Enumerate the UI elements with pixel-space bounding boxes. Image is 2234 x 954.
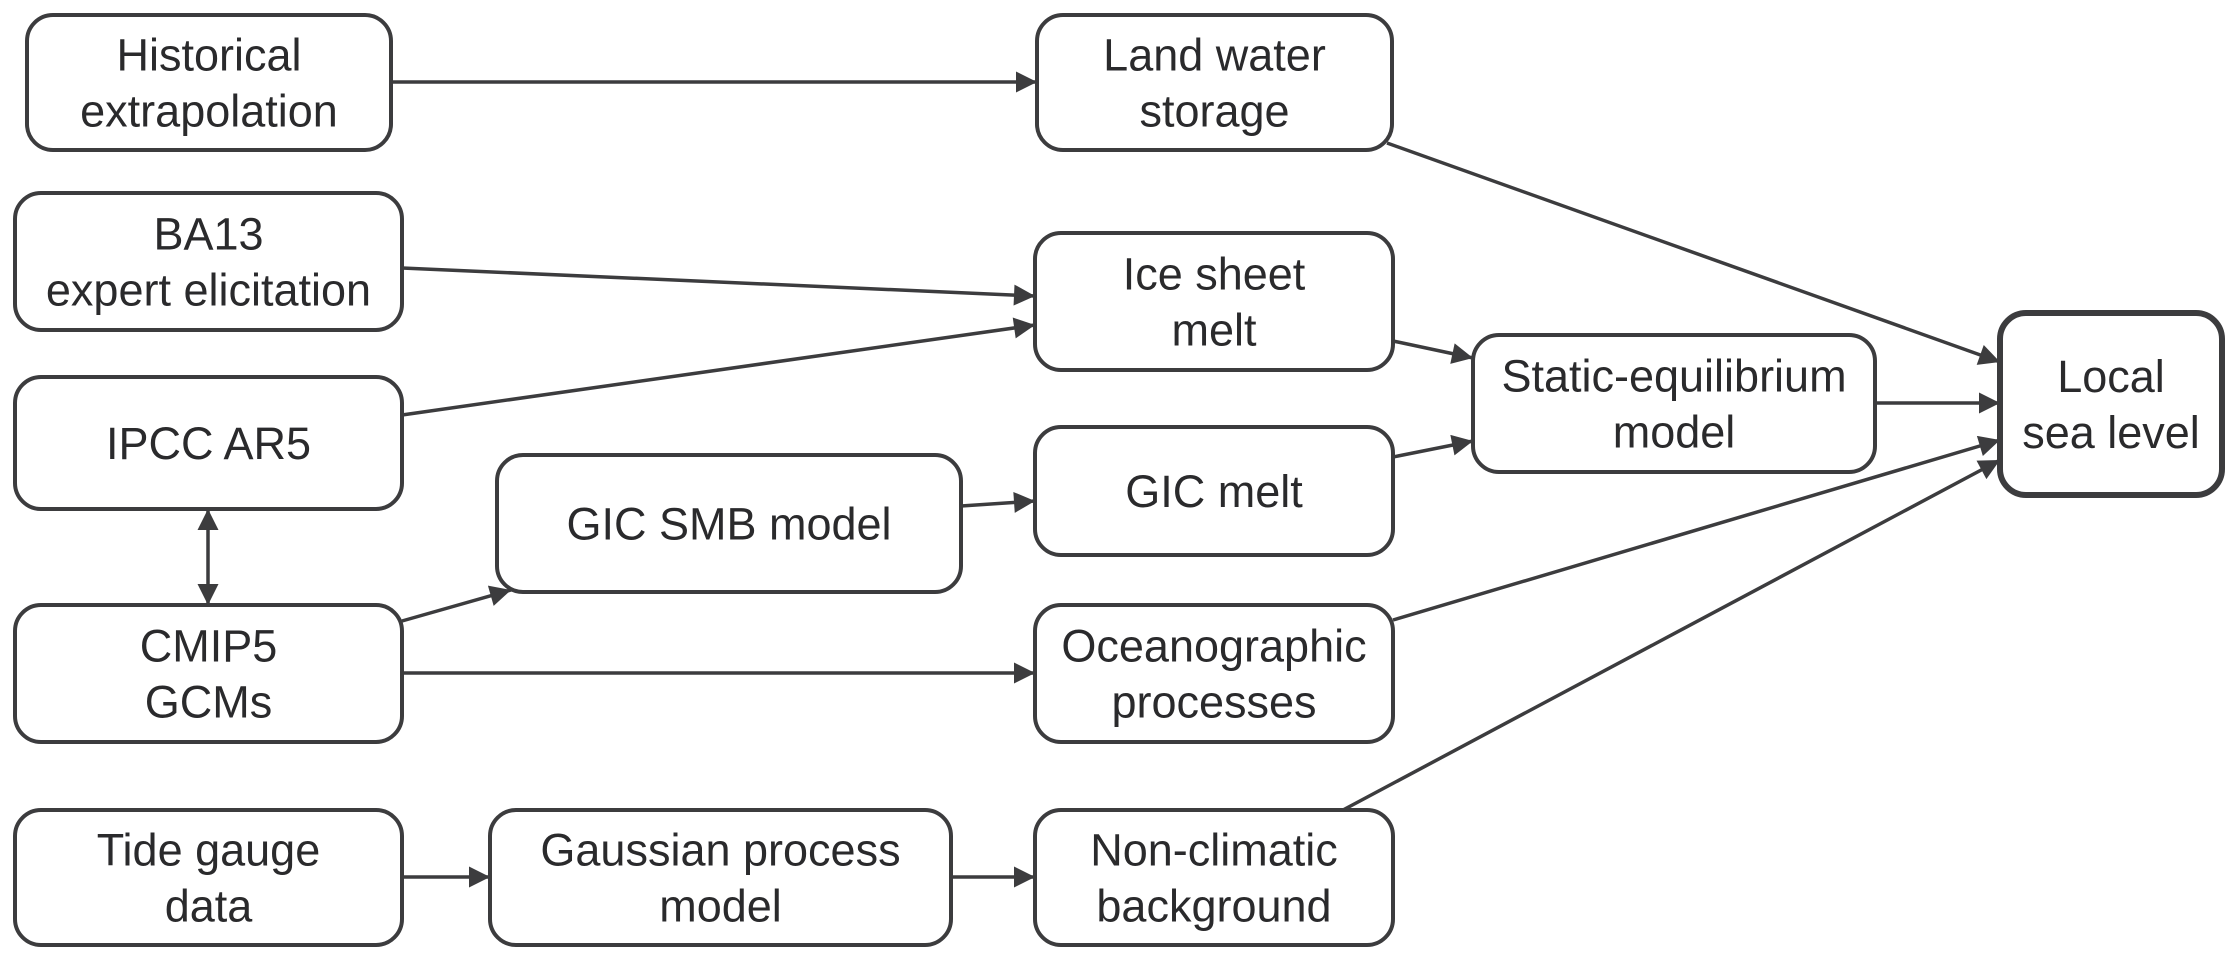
node-label: GCMs	[145, 677, 273, 728]
node-label: sea level	[2022, 407, 2200, 458]
edges-layer	[197, 71, 2001, 888]
node-box	[495, 453, 963, 594]
arrow-gicsmb-to-gicmelt	[960, 491, 1036, 513]
node-label: Tide gauge	[97, 825, 321, 876]
arrow-ba13-to-icesheet	[401, 266, 1036, 306]
arrow-ocean-to-local	[1392, 435, 2001, 622]
arrow-nonclim-to-local	[1342, 458, 2001, 812]
node-box	[25, 13, 393, 152]
node-label: Non-climatic	[1090, 825, 1338, 876]
node-box	[1997, 310, 2225, 498]
node-box	[1033, 231, 1395, 372]
node-label: Static-equilibrium	[1501, 351, 1846, 402]
node-label: CMIP5	[140, 621, 278, 672]
node-box	[1035, 13, 1394, 152]
node-label: expert elicitation	[46, 265, 371, 316]
node-box	[13, 375, 404, 511]
node-label: extrapolation	[80, 86, 338, 137]
arrow-cmip5-to-gicsmb	[401, 585, 512, 623]
node-label: model	[659, 881, 782, 932]
node-box	[1033, 425, 1395, 557]
node-box	[13, 603, 404, 744]
node-label: data	[165, 881, 254, 932]
node-label: Historical	[116, 30, 301, 81]
node-label: GIC melt	[1125, 466, 1303, 517]
node-label: processes	[1111, 677, 1316, 728]
node-label: IPCC AR5	[106, 418, 311, 469]
node-box	[488, 808, 953, 947]
arrow-landwater-to-local	[1386, 141, 2001, 365]
node-box	[13, 808, 404, 947]
node-box	[1471, 333, 1877, 474]
arrow-ipcc-to-icesheet	[401, 317, 1036, 417]
node-ipcc: IPCC AR5	[13, 375, 404, 511]
node-box	[13, 191, 404, 332]
node-label: GIC SMB model	[566, 499, 891, 550]
arrow-icesheet-to-static	[1392, 339, 1474, 364]
node-box	[1033, 808, 1395, 947]
node-label: storage	[1139, 86, 1289, 137]
node-label: model	[1613, 407, 1736, 458]
node-box	[1033, 603, 1395, 744]
node-label: Land water	[1103, 30, 1326, 81]
node-label: melt	[1171, 305, 1257, 356]
node-label: Ice sheet	[1123, 249, 1306, 300]
node-gicsmb: GIC SMB model	[495, 453, 963, 594]
node-label: Gaussian process	[540, 825, 900, 876]
arrow-gicmelt-to-static	[1392, 434, 1474, 459]
node-label: Local	[2057, 351, 2165, 402]
node-label: Oceanographic	[1061, 621, 1366, 672]
node-label: background	[1096, 881, 1331, 932]
node-gicmelt: GIC melt	[1033, 425, 1395, 557]
node-label: BA13	[153, 209, 263, 260]
